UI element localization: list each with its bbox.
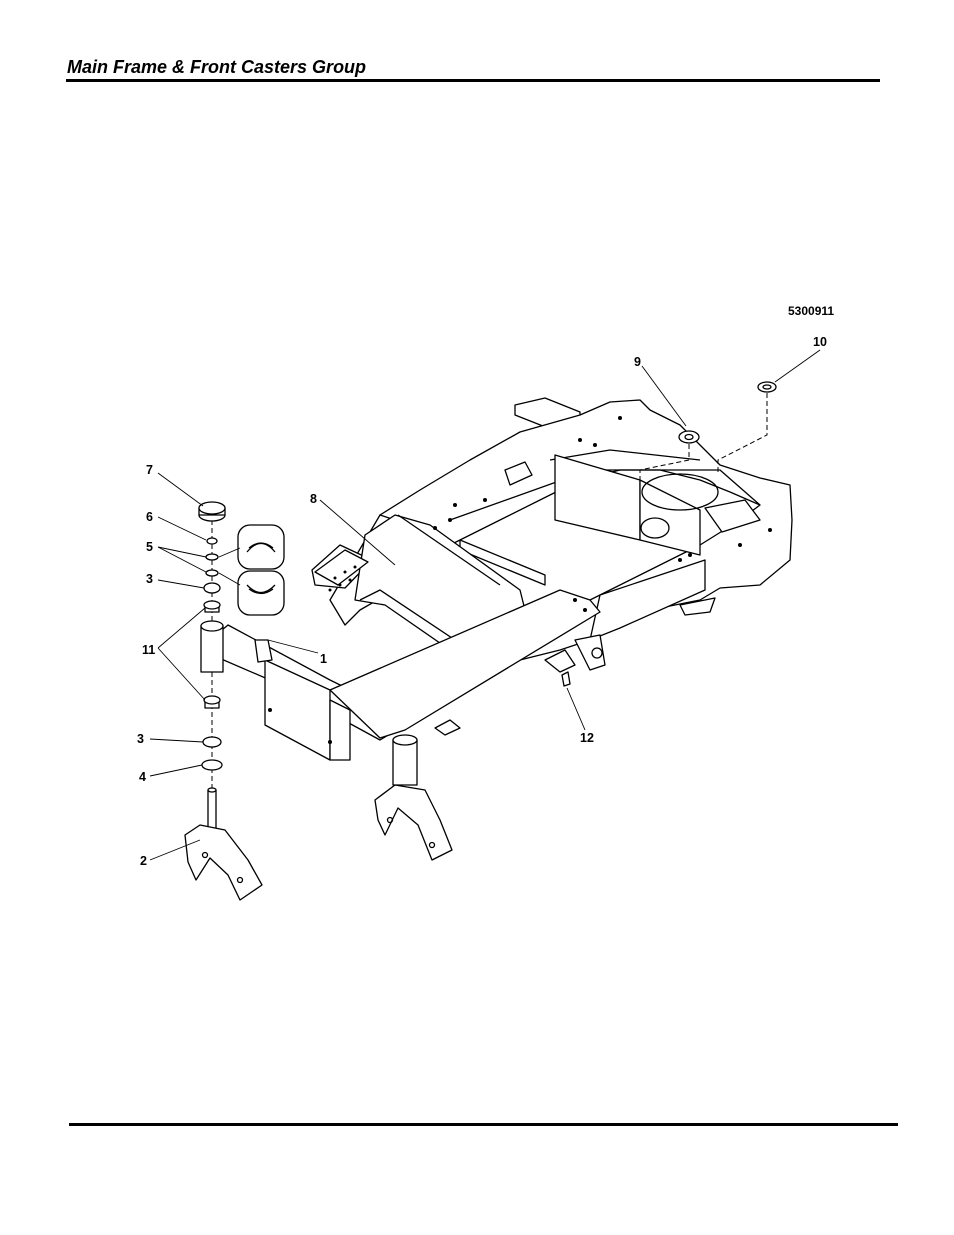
caster-exploded-stack xyxy=(184,501,263,901)
leader-lines xyxy=(149,349,821,861)
callout-4: 4 xyxy=(139,770,146,784)
bolt-part-12 xyxy=(561,671,571,687)
callout-8: 8 xyxy=(310,492,317,506)
callout-labels: 1 2 3 3 4 5 6 7 8 9 10 11 12 xyxy=(137,335,827,868)
drawing-number: 5300911 xyxy=(788,304,834,318)
mounting-holes xyxy=(268,416,772,744)
bracket-part-1 xyxy=(254,639,273,663)
callout-6: 6 xyxy=(146,510,153,524)
callout-3-upper: 3 xyxy=(146,572,153,586)
washer-detail-inset xyxy=(218,524,285,616)
page-title: Main Frame & Front Casters Group xyxy=(67,57,367,77)
callout-10: 10 xyxy=(813,335,827,349)
front-caster-right xyxy=(374,734,453,861)
header-rule xyxy=(66,79,880,82)
main-frame xyxy=(209,397,793,861)
plug-part-10 xyxy=(717,381,777,475)
callout-12: 12 xyxy=(580,731,594,745)
callout-1: 1 xyxy=(320,652,327,666)
callout-5: 5 xyxy=(146,540,153,554)
callout-7: 7 xyxy=(146,463,153,477)
callout-11: 11 xyxy=(142,643,155,657)
footer-rule xyxy=(69,1123,898,1126)
callout-9: 9 xyxy=(634,355,641,369)
grommet-part-9 xyxy=(639,430,700,480)
callout-2: 2 xyxy=(140,854,147,868)
callout-3-lower: 3 xyxy=(137,732,144,746)
